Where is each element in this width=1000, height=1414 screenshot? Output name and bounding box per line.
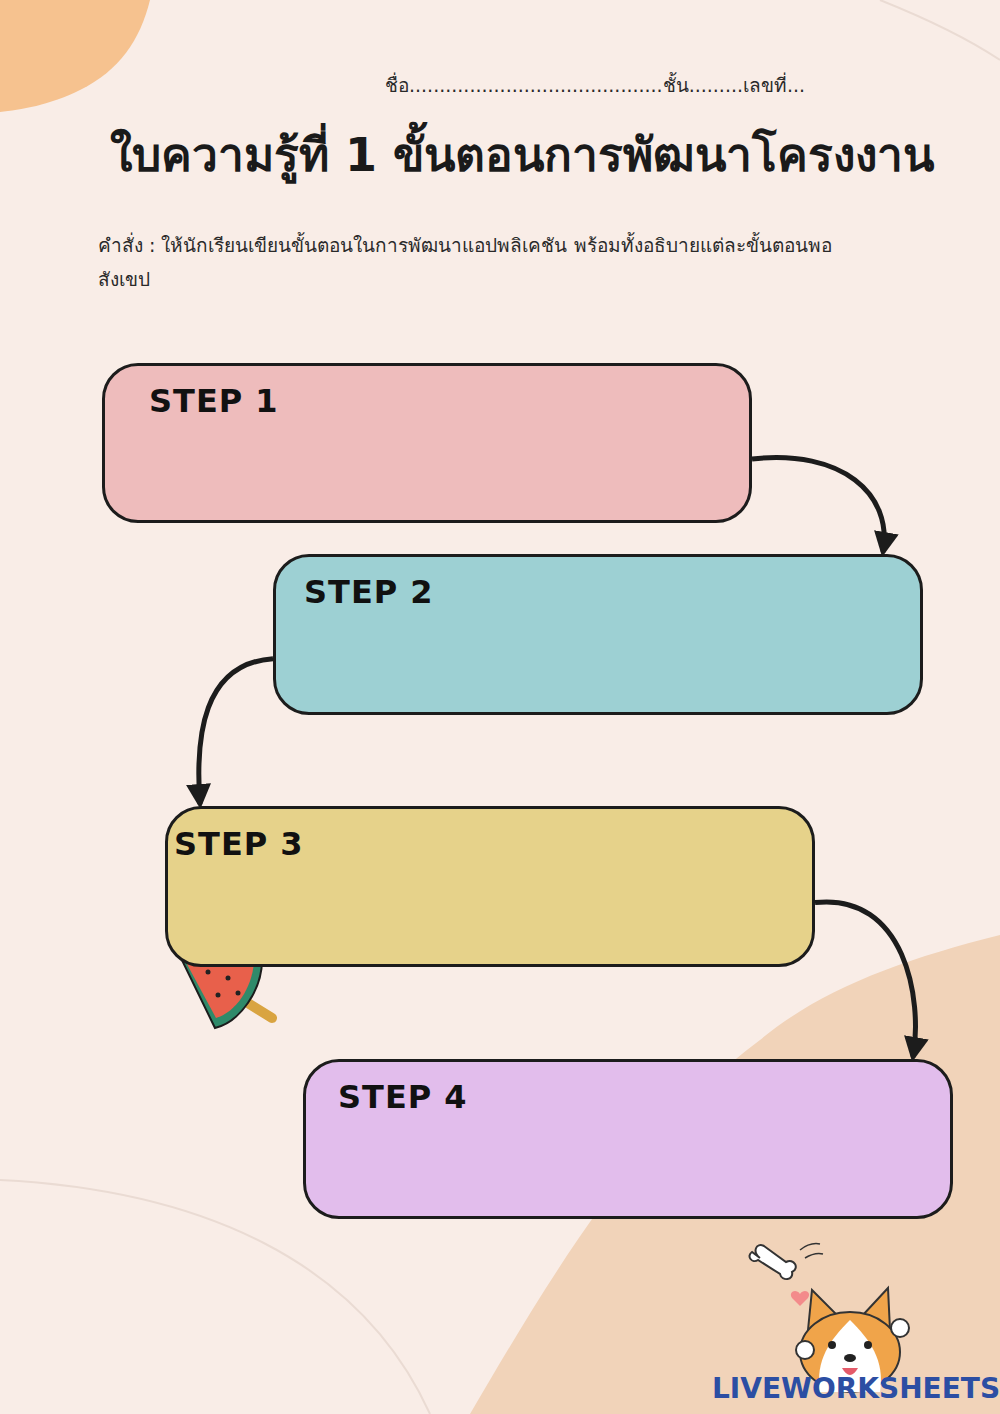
step-box: STEP 1 xyxy=(102,363,752,523)
step-box: STEP 2 xyxy=(273,554,923,715)
watermark: LIVEWORKSHEETS xyxy=(712,1372,1000,1405)
step-box: STEP 4 xyxy=(303,1059,953,1219)
corgi-illustration xyxy=(750,1244,909,1392)
flow-arrow xyxy=(815,902,915,1057)
step-box: STEP 3 xyxy=(165,806,815,967)
step-label: STEP 1 xyxy=(149,382,279,420)
worksheet-title: ใบความรู้ที่ 1 ขั้นตอนการพัฒนาโครงงาน xyxy=(110,118,934,191)
instruction-text: คำสั่ง : ให้นักเรียนเขียนขั้นตอนในการพัฒ… xyxy=(98,228,858,296)
step-label: STEP 2 xyxy=(304,573,434,611)
flow-arrow xyxy=(199,659,273,804)
name-line: ชื่อ....................................… xyxy=(385,70,805,100)
step-label: STEP 4 xyxy=(338,1078,468,1116)
flow-arrow xyxy=(752,458,884,552)
step-label: STEP 3 xyxy=(174,825,304,863)
